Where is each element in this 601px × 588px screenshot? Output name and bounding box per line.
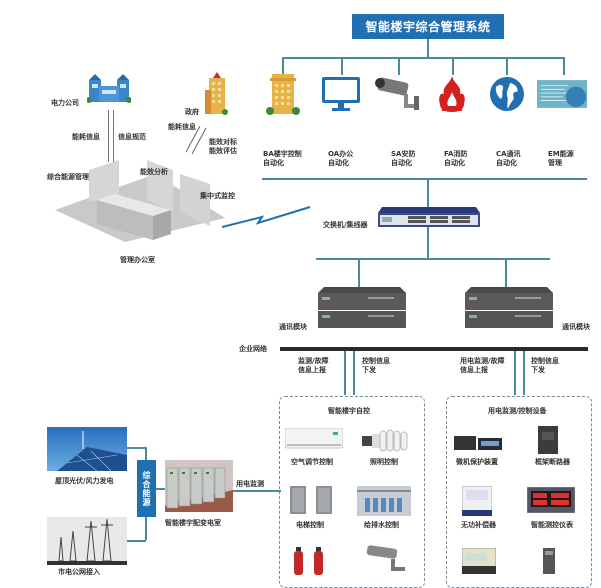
drop-fa — [452, 57, 454, 75]
subsystem-sa — [372, 72, 422, 116]
subsystem-ca-label: CA通讯自动化 — [496, 150, 521, 167]
subsystem-em — [537, 72, 587, 116]
drop-oa — [341, 57, 343, 75]
controller-image — [543, 548, 555, 578]
light-bulb-image — [360, 428, 410, 456]
power-devices-title: 用电监测/控制设备 — [488, 407, 547, 415]
integrated-energy-label: 综合能源管理 — [47, 173, 89, 181]
office-label: 管理办公室 — [120, 256, 155, 264]
power-item-1: 框架断路器 — [535, 458, 570, 466]
drop-em — [563, 57, 565, 75]
microcomputer-protection-image — [454, 430, 506, 456]
comm-module-rack-left — [318, 287, 406, 329]
subsystem-sa-label: SA安防自动化 — [391, 150, 416, 167]
right-up-line — [514, 351, 516, 395]
globe-icon — [490, 77, 524, 111]
drop-rack-left — [358, 258, 360, 288]
fire-icon — [439, 76, 465, 112]
substation-to-building-box — [233, 490, 281, 492]
subsystem-ca — [482, 72, 532, 116]
frame-breaker-image — [538, 426, 558, 458]
enterprise-network-label: 企业网络 — [239, 345, 267, 353]
substation-label: 智能楼宇配变电室 — [165, 519, 221, 527]
government-link — [186, 126, 207, 154]
monitor-icon — [322, 77, 360, 111]
drop-ca — [506, 57, 508, 75]
cctv-camera-image — [365, 545, 409, 579]
left-down-label: 控制信息下发 — [362, 357, 390, 374]
smart-meter-image — [526, 486, 576, 517]
solar-link-h — [127, 447, 146, 449]
left-up-label: 监测/故障信息上报 — [298, 357, 329, 374]
elevator-image — [290, 486, 342, 520]
power-company-link-2 — [113, 110, 114, 162]
subsystem-ba-label: BA楼宇控制自动化 — [263, 150, 302, 167]
integrated-energy-badge: 综合能源 — [137, 460, 156, 517]
grid-label: 市电公网接入 — [58, 568, 100, 576]
left-up-line — [344, 351, 346, 395]
solar-wind-label: 屋顶光伏/风力发电 — [55, 477, 114, 485]
solar-wind-image — [47, 427, 127, 475]
building-item-1: 照明控制 — [370, 458, 398, 466]
subsystem-ba — [258, 72, 308, 116]
subsystem-fa — [427, 72, 477, 116]
office-building-icon — [266, 74, 300, 115]
benchmark-label: 能效对标能效评估 — [209, 138, 237, 155]
building-control-title: 智能楼宇自控 — [328, 407, 370, 415]
system-title: 智能楼宇综合管理系统 — [352, 14, 504, 39]
info-standard-label: 信息规范 — [118, 133, 146, 141]
grid-link-h — [127, 540, 146, 542]
comm-module-left-label: 通讯模块 — [279, 323, 307, 331]
comm-module-rack-right — [465, 287, 553, 329]
subsystem-bus-top — [282, 57, 565, 59]
right-down-line — [523, 351, 525, 395]
power-grid-image — [47, 517, 127, 569]
subsystem-fa-label: FA消防自动化 — [444, 150, 468, 167]
security-camera-icon — [375, 77, 419, 110]
distribution-bus — [316, 258, 550, 260]
drop-ba — [282, 57, 284, 75]
power-item-0: 微机保护装置 — [456, 458, 498, 466]
government-label: 政府 — [185, 108, 199, 116]
central-monitoring-label: 集中式监控 — [200, 192, 235, 200]
comm-module-right-label: 通讯模块 — [562, 323, 590, 331]
government-building-icon — [205, 70, 229, 120]
badge-to-substation — [156, 488, 166, 490]
drop-rack-right — [505, 258, 507, 288]
left-down-line — [353, 351, 355, 395]
water-pump-image — [357, 486, 411, 520]
power-company-building-icon — [86, 70, 132, 108]
right-up-label: 用电监测/故障信息上报 — [460, 357, 505, 374]
fire-extinguisher-image — [292, 545, 336, 579]
subsystem-bus-bottom — [262, 178, 587, 180]
building-item-3: 给排水控制 — [364, 521, 399, 529]
energy-info-right-label: 能耗信息 — [168, 123, 196, 131]
power-company-label: 电力公司 — [51, 99, 79, 107]
management-office-illustration — [55, 160, 225, 242]
subsystem-em-label: EM能源管理 — [548, 150, 574, 167]
network-switch — [378, 207, 480, 229]
subsystem-oa-label: OA办公自动化 — [328, 150, 354, 167]
building-item-2: 电梯控制 — [296, 521, 324, 529]
building-item-0: 空气调节控制 — [291, 458, 333, 466]
reactive-compensator-image — [461, 485, 493, 520]
energy-info-left-label: 能耗信息 — [72, 133, 100, 141]
efficiency-analysis-label: 能效分析 — [140, 168, 168, 176]
power-item-3: 智能测控仪表 — [531, 521, 573, 529]
monitoring-label: 用电监测 — [236, 480, 264, 488]
drop-sa — [398, 57, 400, 75]
switch-label: 交换机/集线器 — [323, 221, 368, 229]
power-company-link-1 — [108, 110, 109, 162]
substation-image — [165, 460, 233, 516]
subsystem-oa — [316, 72, 366, 116]
title-stem — [427, 39, 429, 57]
right-down-label: 控制信息下发 — [531, 357, 559, 374]
enterprise-network-bar — [280, 347, 588, 351]
power-item-2: 无功补偿器 — [461, 521, 496, 529]
energy-screen-icon — [537, 80, 587, 108]
power-meter-image — [461, 547, 497, 578]
wireless-link-icon — [222, 206, 311, 228]
air-conditioner-image — [284, 427, 344, 454]
